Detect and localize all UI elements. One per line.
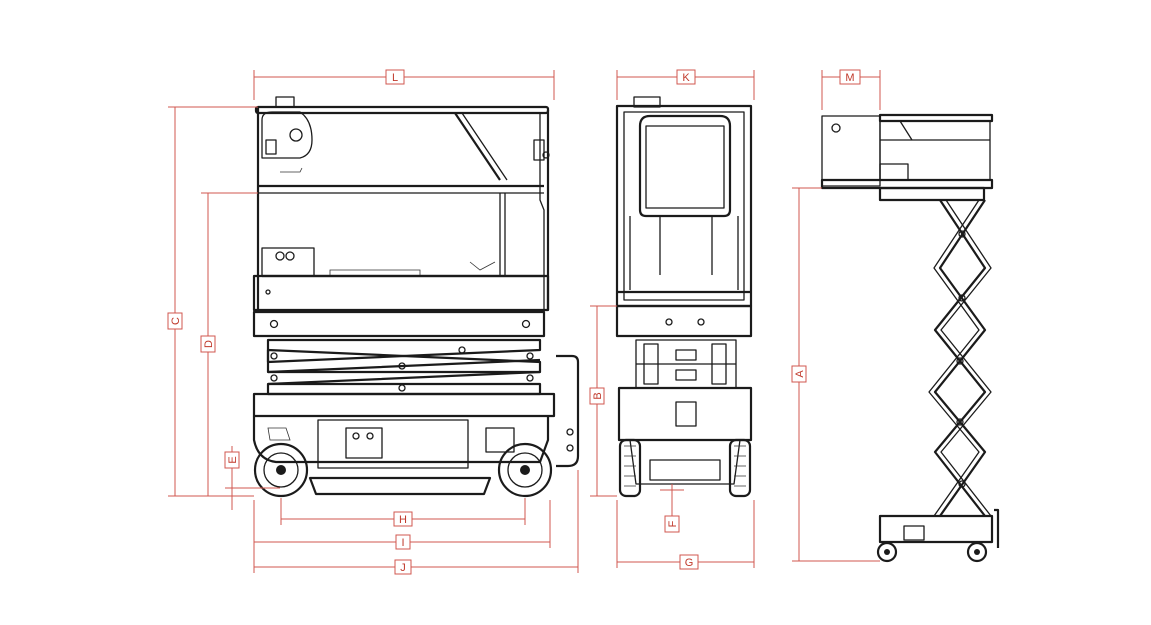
elevated-rear-hub xyxy=(974,549,980,555)
label-A: A xyxy=(794,370,806,378)
platform-base xyxy=(252,274,550,312)
base-plate xyxy=(308,476,492,496)
elevated-chassis xyxy=(878,514,994,544)
platform-beam xyxy=(252,310,546,338)
diagonal-brace-2 xyxy=(461,112,508,181)
label-I: I xyxy=(401,537,404,549)
dimension-label-G: G xyxy=(679,554,699,570)
rear-handle xyxy=(556,354,580,468)
deck-knob-1 xyxy=(275,251,285,261)
front-chassis xyxy=(617,386,753,442)
elevated-control xyxy=(879,163,909,181)
rear-wheel-rim xyxy=(507,452,543,488)
elevated-rail xyxy=(878,113,994,123)
dimension-label-E: E xyxy=(224,451,240,469)
label-C: C xyxy=(170,317,182,325)
tire-tread-left xyxy=(624,445,636,487)
dimension-label-A: A xyxy=(791,365,807,383)
front-label xyxy=(675,401,697,427)
side-view-machine xyxy=(252,96,580,498)
tire-tread-right xyxy=(734,445,746,487)
dimension-label-L: L xyxy=(385,69,405,85)
dimension-label-K: K xyxy=(676,69,696,85)
elevated-front-hub xyxy=(884,549,890,555)
deck-knob-2 xyxy=(285,251,295,261)
dimension-label-D: D xyxy=(200,335,216,353)
front-cage-inner xyxy=(623,111,745,301)
front-gate-inner xyxy=(645,125,725,209)
label-E: E xyxy=(227,456,239,463)
post-right-inner xyxy=(539,113,545,310)
cable xyxy=(280,167,303,173)
label-K: K xyxy=(682,72,690,84)
beam-pivot-left xyxy=(269,319,279,329)
dimension-label-M: M xyxy=(839,69,861,85)
elevated-front-wheel xyxy=(876,541,898,563)
dimension-label-F: F xyxy=(664,515,680,533)
rear-wheel xyxy=(497,442,553,498)
tray-knob-1 xyxy=(352,432,360,440)
label-G: G xyxy=(685,557,694,569)
elevated-beam xyxy=(878,186,986,202)
control-panel xyxy=(265,139,277,155)
front-scissor xyxy=(635,339,737,389)
extension-knob xyxy=(831,123,841,133)
control-box xyxy=(261,111,313,159)
extension-deck xyxy=(821,115,881,187)
elevated-handle xyxy=(994,508,1000,548)
elevated-tray xyxy=(903,525,925,541)
control-knob xyxy=(289,128,303,142)
dimension-label-H: H xyxy=(393,511,413,527)
label-L: L xyxy=(392,72,398,84)
label-F: F xyxy=(667,520,679,527)
label-J: J xyxy=(400,562,406,574)
tray-knob-2 xyxy=(366,432,374,440)
handle-pin-2 xyxy=(566,444,574,452)
rail-tab xyxy=(275,96,295,108)
elevated-brace xyxy=(880,120,990,141)
front-right-tire xyxy=(728,438,752,498)
elevated-scissor-arms xyxy=(928,199,992,517)
latch xyxy=(533,139,545,161)
beam-pivot-right xyxy=(521,319,531,329)
front-bolt-2 xyxy=(697,318,705,326)
label-H: H xyxy=(399,514,407,526)
latch-pin xyxy=(542,151,550,159)
front-left-tire xyxy=(618,438,642,498)
dimension-label-C: C xyxy=(167,312,183,330)
rear-wheel-hub xyxy=(520,465,530,475)
front-wheel-rim xyxy=(263,452,299,488)
elevated-rear-wheel xyxy=(966,541,988,563)
front-steer xyxy=(267,427,291,441)
scissor-stack xyxy=(266,338,542,396)
chassis-top xyxy=(252,392,556,418)
front-gate xyxy=(638,114,732,218)
tray xyxy=(345,427,383,459)
bolt xyxy=(265,289,271,295)
elevated-view-machine xyxy=(820,113,1000,563)
dimension-label-I: I xyxy=(395,534,411,550)
front-view-machine xyxy=(615,96,753,498)
handle-pin-1 xyxy=(566,428,574,436)
front-bolt-1 xyxy=(665,318,673,326)
front-wheel xyxy=(253,442,309,498)
right-module xyxy=(485,427,515,453)
chassis-body xyxy=(252,416,550,464)
dimension-label-B: B xyxy=(589,387,605,405)
chassis-panel xyxy=(317,419,469,469)
label-B: B xyxy=(592,392,604,399)
label-D: D xyxy=(203,340,215,348)
deck-details xyxy=(329,261,496,276)
label-M: M xyxy=(845,72,854,84)
front-hitch xyxy=(649,459,721,481)
elevated-platform xyxy=(820,178,994,190)
front-wheel-hub xyxy=(276,465,286,475)
front-lower-frame xyxy=(629,439,741,485)
front-beam xyxy=(615,304,753,338)
diagonal-brace xyxy=(454,112,501,181)
dimension-label-J: J xyxy=(394,559,412,575)
